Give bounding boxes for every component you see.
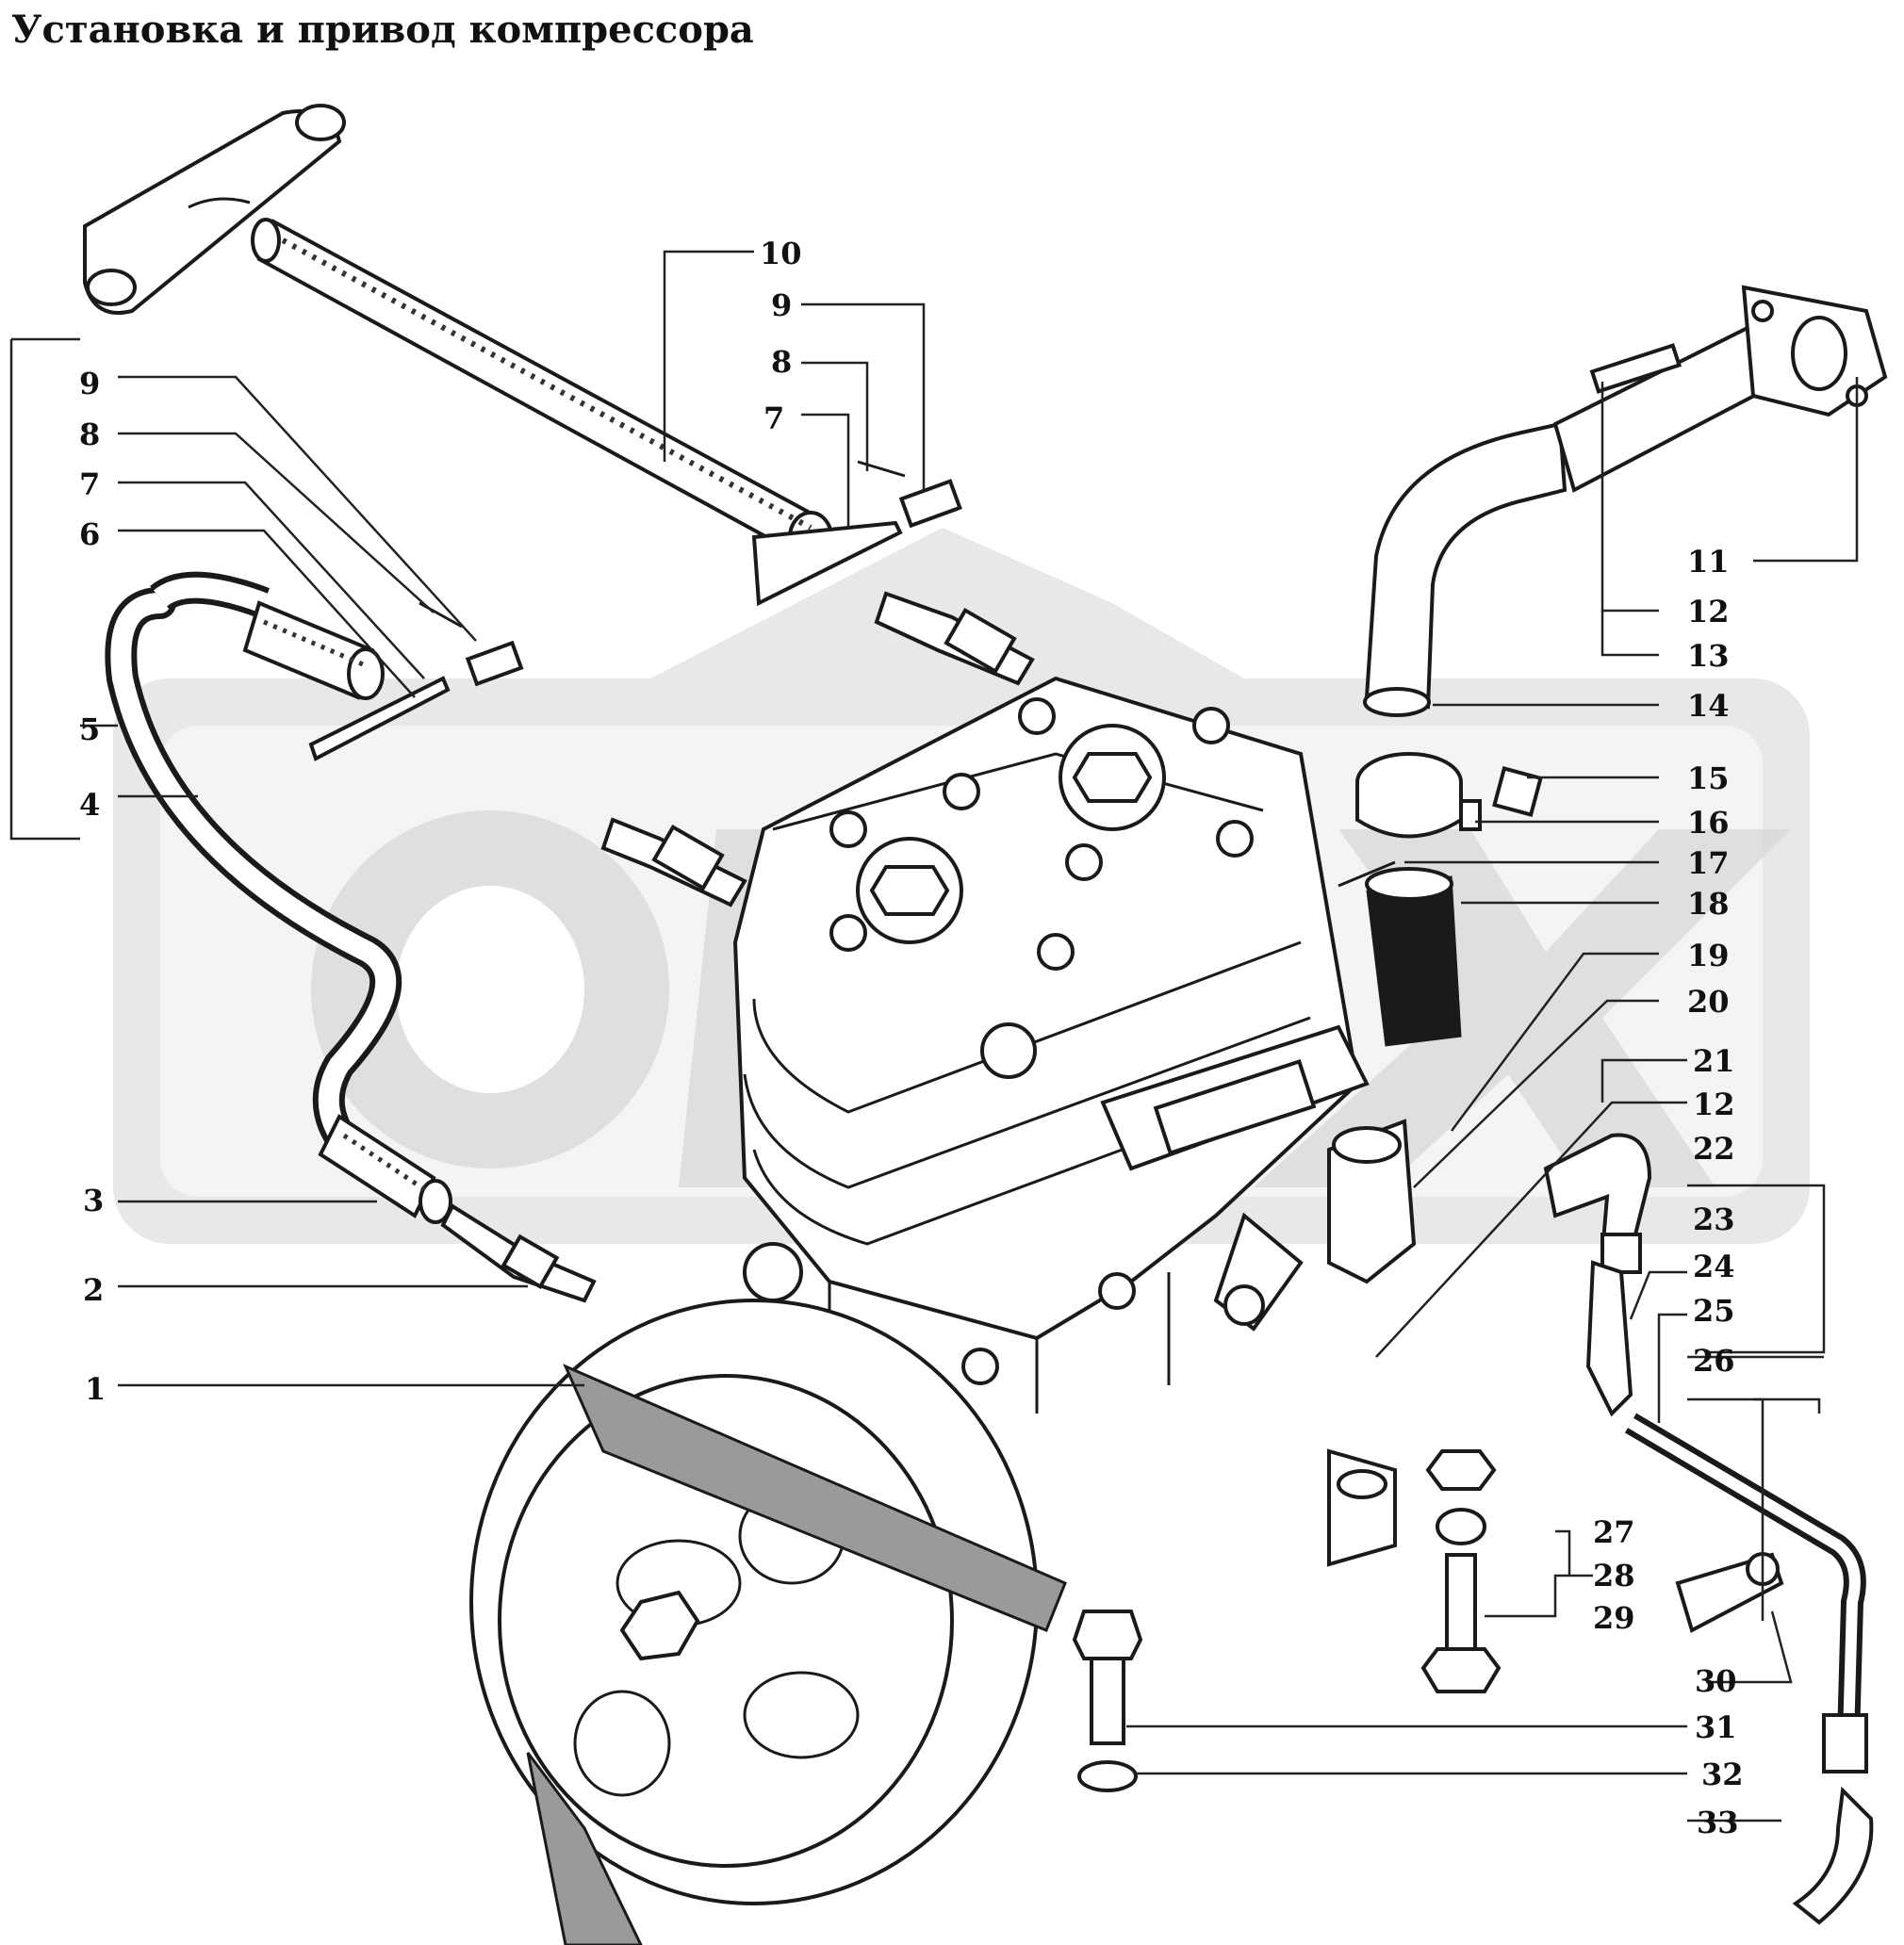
valve-part-23 bbox=[1585, 1260, 1633, 1417]
fasteners-parts-27-28-29 bbox=[1420, 1449, 1502, 1693]
callout-29: 29 bbox=[1593, 1600, 1635, 1636]
callout-19: 19 bbox=[1687, 938, 1730, 973]
hose-part-18 bbox=[1365, 867, 1462, 1047]
compressor-body bbox=[732, 676, 1370, 1414]
outlet-port bbox=[1213, 1119, 1417, 1332]
callout-7-right: 7 bbox=[763, 400, 784, 436]
callout-30: 30 bbox=[1695, 1663, 1737, 1699]
fitting-part-2 bbox=[440, 1203, 597, 1303]
callout-21: 21 bbox=[1693, 1043, 1735, 1079]
callout-33: 33 bbox=[1697, 1805, 1739, 1840]
callout-13: 13 bbox=[1687, 638, 1730, 674]
callout-4: 4 bbox=[79, 787, 100, 823]
callout-3: 3 bbox=[83, 1183, 104, 1218]
outlet-elbow-pipe-part-14 bbox=[1363, 421, 1568, 717]
callout-22: 22 bbox=[1693, 1131, 1735, 1167]
pulley-part-1 bbox=[469, 1299, 1067, 1945]
mount-bolt-part-31 bbox=[1072, 1610, 1143, 1745]
leader-lines bbox=[9, 250, 1859, 1822]
callout-16: 16 bbox=[1687, 805, 1730, 841]
flange-pipe-part-11 bbox=[1552, 285, 1888, 493]
callout-8-left: 8 bbox=[79, 417, 100, 452]
callout-18: 18 bbox=[1687, 886, 1730, 922]
callout-8-right: 8 bbox=[771, 344, 792, 380]
callout-20: 20 bbox=[1687, 984, 1730, 1020]
callout-23: 23 bbox=[1693, 1201, 1735, 1237]
callout-7-left: 7 bbox=[79, 466, 100, 502]
hose-sleeve-upper bbox=[242, 600, 385, 700]
fitting-middle bbox=[600, 817, 747, 907]
bracket-part-30 bbox=[1675, 1552, 1784, 1633]
callout-12-lower: 12 bbox=[1693, 1087, 1735, 1122]
callout-2: 2 bbox=[83, 1272, 104, 1308]
callout-14: 14 bbox=[1687, 688, 1730, 724]
callout-28: 28 bbox=[1593, 1558, 1635, 1594]
callout-6: 6 bbox=[79, 516, 100, 552]
pipe-part-25 bbox=[1624, 1413, 1874, 1925]
callout-12-upper: 12 bbox=[1687, 594, 1730, 629]
page-title: Установка и привод компрессора bbox=[11, 8, 754, 52]
callout-11: 11 bbox=[1687, 544, 1730, 580]
washer-part-32 bbox=[1077, 1760, 1138, 1792]
hose-part-10 bbox=[251, 218, 833, 564]
callout-9-right: 9 bbox=[771, 287, 792, 323]
fitting-upper bbox=[874, 591, 1035, 686]
callout-labels: 1 2 3 4 5 6 7 8 9 10 9 8 7 11 12 13 14 1… bbox=[79, 236, 1744, 1840]
callout-25: 25 bbox=[1693, 1293, 1735, 1329]
callout-26: 26 bbox=[1693, 1343, 1735, 1379]
callout-32: 32 bbox=[1701, 1757, 1744, 1792]
bent-pipe-part-4 bbox=[105, 571, 402, 1175]
callout-5: 5 bbox=[79, 711, 100, 747]
callout-15: 15 bbox=[1687, 760, 1730, 796]
hose-sleeve-part-3 bbox=[318, 1114, 452, 1224]
elbow-fitting-part-22 bbox=[1543, 1133, 1652, 1274]
upper-manifold-pipe bbox=[83, 104, 346, 315]
clamp-part-16 bbox=[1338, 752, 1543, 888]
callout-9-left: 9 bbox=[79, 366, 100, 401]
callout-27: 27 bbox=[1593, 1514, 1635, 1550]
callout-24: 24 bbox=[1693, 1249, 1735, 1284]
callout-1: 1 bbox=[85, 1371, 106, 1407]
callout-17: 17 bbox=[1687, 845, 1730, 881]
mount-block bbox=[1327, 1448, 1397, 1567]
callout-10: 10 bbox=[760, 236, 802, 271]
hose-clamp-parts-6-7-8-9-left bbox=[308, 601, 524, 761]
callout-31: 31 bbox=[1695, 1709, 1737, 1745]
